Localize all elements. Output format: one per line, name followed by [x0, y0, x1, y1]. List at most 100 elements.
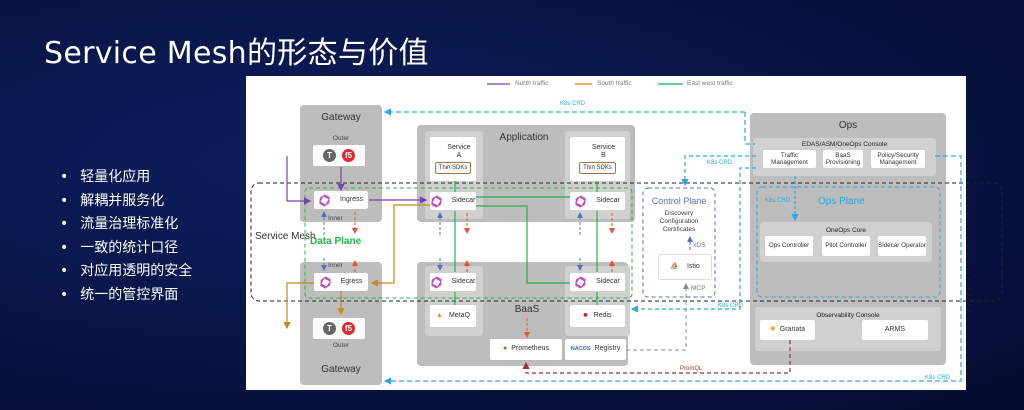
gateway-top-title: Gateway: [321, 112, 361, 123]
mcp-label: MCP: [691, 285, 706, 292]
arms-card[interactable]: ARMS: [862, 320, 928, 340]
sidecar-label: Sidecar: [451, 196, 476, 204]
bullet-item: 解耦并服务化: [60, 190, 192, 214]
legend-north: North traffic: [515, 80, 549, 87]
envoy-hex-icon: [573, 193, 588, 208]
nacos-logo: NACOS: [570, 346, 591, 353]
k8s-crd-label: K8s CRD: [560, 101, 586, 107]
xds-label: xDS: [693, 242, 706, 249]
control-plane-desc: Discovery Configuration Certificates: [643, 210, 715, 234]
registry-label: Registry: [594, 345, 621, 353]
pilot-controller-card[interactable]: Pilot Controller: [822, 236, 870, 256]
service-b-label: Service B: [591, 143, 616, 159]
traffic-management-card[interactable]: Traffic Management: [763, 150, 816, 168]
grafana-icon: ✺: [769, 325, 776, 333]
k8s-crd-label: K8s CRD: [707, 160, 733, 166]
ops-plane-title: Ops Plane: [818, 196, 865, 207]
k8s-crd-egress-line: [383, 155, 962, 385]
promql-line: [522, 340, 791, 374]
sidecar-label: Sidecar: [451, 277, 476, 285]
gateway-bottom-title: Gateway: [321, 364, 361, 375]
egress-card[interactable]: Egress: [314, 273, 368, 291]
tengine-icon: T: [323, 149, 336, 162]
policy-security-card[interactable]: Policy/Security Management: [871, 150, 925, 168]
k8s-crd-control-line: [681, 155, 756, 187]
envoy-hex-icon: [573, 274, 588, 289]
service-mesh-boundary: [250, 182, 1003, 302]
sidecar-a-card[interactable]: Sidecar: [430, 192, 476, 210]
envoy-hex-icon: [429, 274, 444, 289]
observability-label: Observability Console: [816, 312, 880, 319]
outer-label: Outer: [332, 135, 350, 142]
eastwest-a-redis-line: [476, 205, 570, 284]
sidecar-operator-card[interactable]: Sidecar Operator: [878, 236, 926, 256]
service-a-label: Service A: [447, 143, 471, 159]
sidecar-label: Sidecar: [596, 277, 620, 285]
control-plane-title: Control Plane: [651, 196, 707, 206]
console-label: EDAS/ASM/OneOps Console: [801, 141, 888, 148]
outer-label: Outer: [332, 342, 350, 349]
sidecar-baas-a-card[interactable]: Sidecar: [430, 273, 476, 291]
page-title: Service Mesh的形态与价值: [44, 36, 429, 71]
prometheus-card[interactable]: ●Prometheus: [490, 339, 562, 360]
oneops-core-label: OneOps Core: [825, 227, 867, 234]
application-title: Application: [499, 132, 549, 143]
metaq-label: MetaQ: [448, 311, 470, 319]
thin-sdks-a: Thin SDKs: [434, 161, 472, 175]
istio-label: Istio: [686, 262, 700, 270]
ops-plane-boundary: [756, 186, 941, 298]
envoy-hex-icon: [318, 274, 333, 289]
north-in-line: [286, 156, 312, 205]
sidecar-baas-b-card[interactable]: Sidecar: [570, 273, 625, 291]
redis-icon: ■: [583, 311, 588, 319]
redis-card[interactable]: ■ Redis: [570, 305, 625, 327]
k8s-crd-label: K8s CRD: [765, 198, 791, 204]
thin-sdks-b: Thin SDKs: [579, 161, 616, 175]
istio-card[interactable]: ⛵ Istio: [659, 255, 711, 279]
granata-card[interactable]: ✺Granata: [760, 320, 815, 340]
envoy-hex-icon: [429, 193, 444, 208]
sidecar-to-egress-line: [370, 204, 430, 287]
inner-label: Inner: [328, 215, 343, 222]
legend-eastwest: East west traffic: [687, 80, 733, 87]
bullet-item: 一致的统计口径: [60, 237, 192, 261]
bullet-item: 对应用透明的安全: [60, 260, 192, 284]
ops-title: Ops: [838, 120, 858, 131]
sidecar-b-card[interactable]: Sidecar: [570, 192, 625, 210]
ops-controller-card[interactable]: Ops Controller: [765, 236, 813, 256]
egress-label: Egress: [340, 277, 363, 285]
redis-label: Redis: [593, 311, 612, 319]
baas-provisioning-card[interactable]: BaaS Provisioning: [823, 150, 863, 168]
istio-icon: ⛵: [670, 262, 679, 270]
inner-label: Inner: [328, 262, 343, 269]
ingress-label: Ingress: [340, 195, 363, 203]
baas-title: BaaS: [514, 304, 540, 315]
prometheus-icon: ●: [503, 345, 508, 353]
south-out-line: [283, 282, 315, 330]
service-mesh-label: Service Mesh: [255, 231, 316, 242]
desc-configuration: Configuration: [659, 218, 699, 225]
service-a-card[interactable]: Service A Thin SDKs: [430, 137, 476, 181]
metaq-icon: ▲: [436, 311, 443, 319]
bullet-item: 流量治理标准化: [60, 213, 192, 237]
promql-label: PromQL: [680, 366, 703, 372]
granata-label: Granata: [779, 325, 806, 333]
telemetry-arrows: [352, 212, 615, 338]
bullet-item: 统一的管控界面: [60, 284, 192, 308]
sidecar-label: Sidecar: [596, 196, 620, 204]
desc-certificates: Certificates: [662, 226, 696, 233]
data-plane-label: Data Plane: [310, 236, 362, 247]
f5-icon: f5: [342, 149, 355, 162]
tengine-icon: T: [323, 322, 336, 335]
legend-south: South traffic: [597, 80, 632, 87]
ingress-card[interactable]: Ingress: [314, 191, 368, 209]
k8s-crd-ops-line: [744, 112, 755, 145]
service-b-card[interactable]: Service B Thin SDKs: [570, 137, 625, 181]
desc-discovery: Discovery: [664, 210, 694, 217]
xds-down-arrows: [321, 211, 693, 271]
metaq-card[interactable]: ▲ MetaQ: [430, 305, 476, 327]
